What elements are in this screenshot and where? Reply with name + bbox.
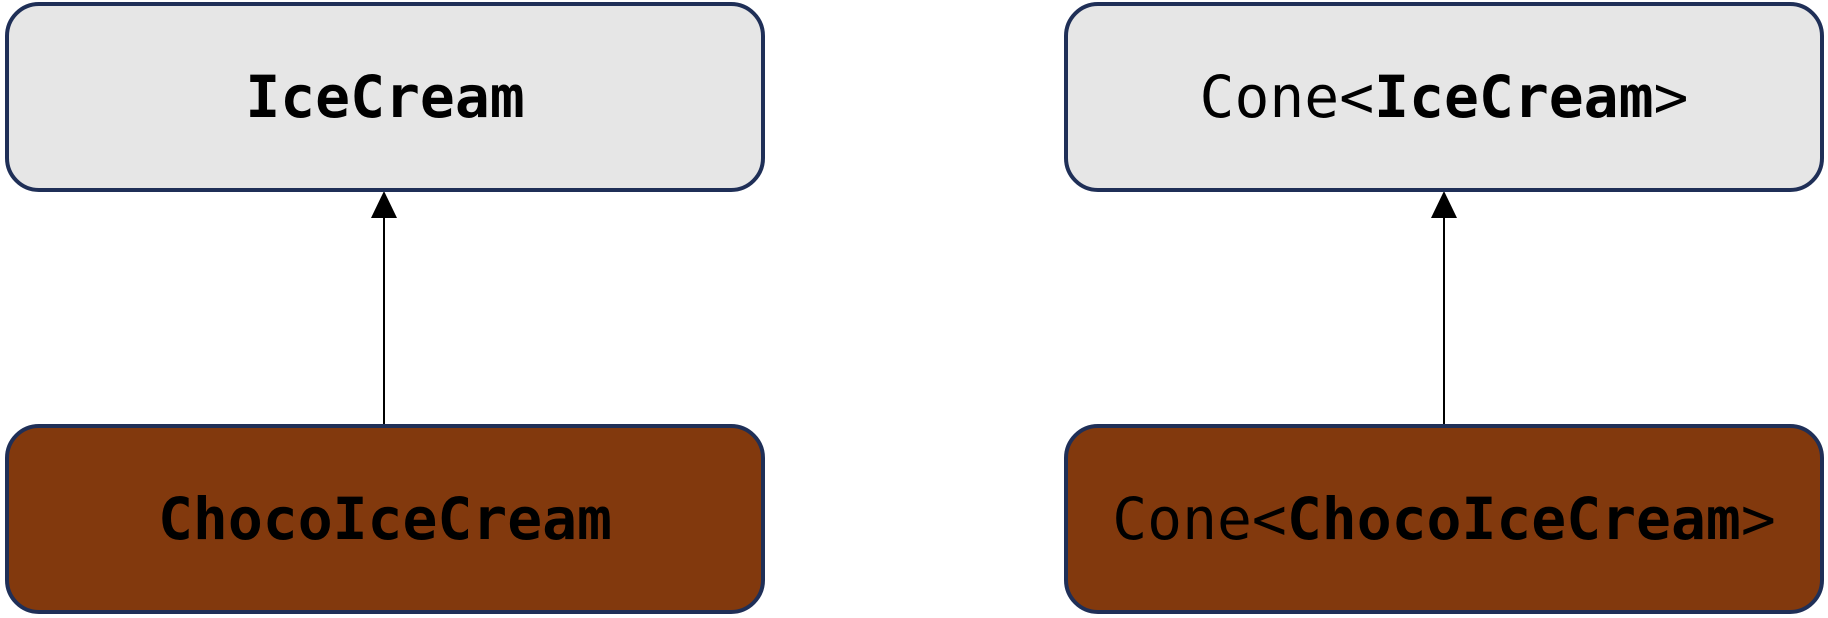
icecream-class-label: IceCream (245, 63, 525, 131)
cone-chocoicecream-suffix: > (1740, 485, 1776, 553)
cone-chocoicecream-class-box: Cone<ChocoIceCream> (1064, 424, 1824, 614)
left-arrow-head (371, 191, 397, 218)
left-inheritance-arrow (371, 191, 397, 424)
chocoicecream-class-box: ChocoIceCream (5, 424, 765, 614)
cone-icecream-class-box: Cone<IceCream> (1064, 2, 1824, 192)
cone-icecream-prefix: Cone< (1199, 63, 1375, 131)
cone-chocoicecream-type-arg: ChocoIceCream (1286, 485, 1741, 553)
icecream-class-box: IceCream (5, 2, 765, 192)
cone-chocoicecream-prefix: Cone< (1112, 485, 1287, 553)
right-inheritance-arrow (1431, 191, 1457, 424)
cone-icecream-suffix: > (1653, 63, 1689, 131)
right-arrow-head (1431, 191, 1457, 218)
chocoicecream-class-label: ChocoIceCream (158, 485, 612, 553)
cone-icecream-type-arg: IceCream (1374, 63, 1654, 131)
